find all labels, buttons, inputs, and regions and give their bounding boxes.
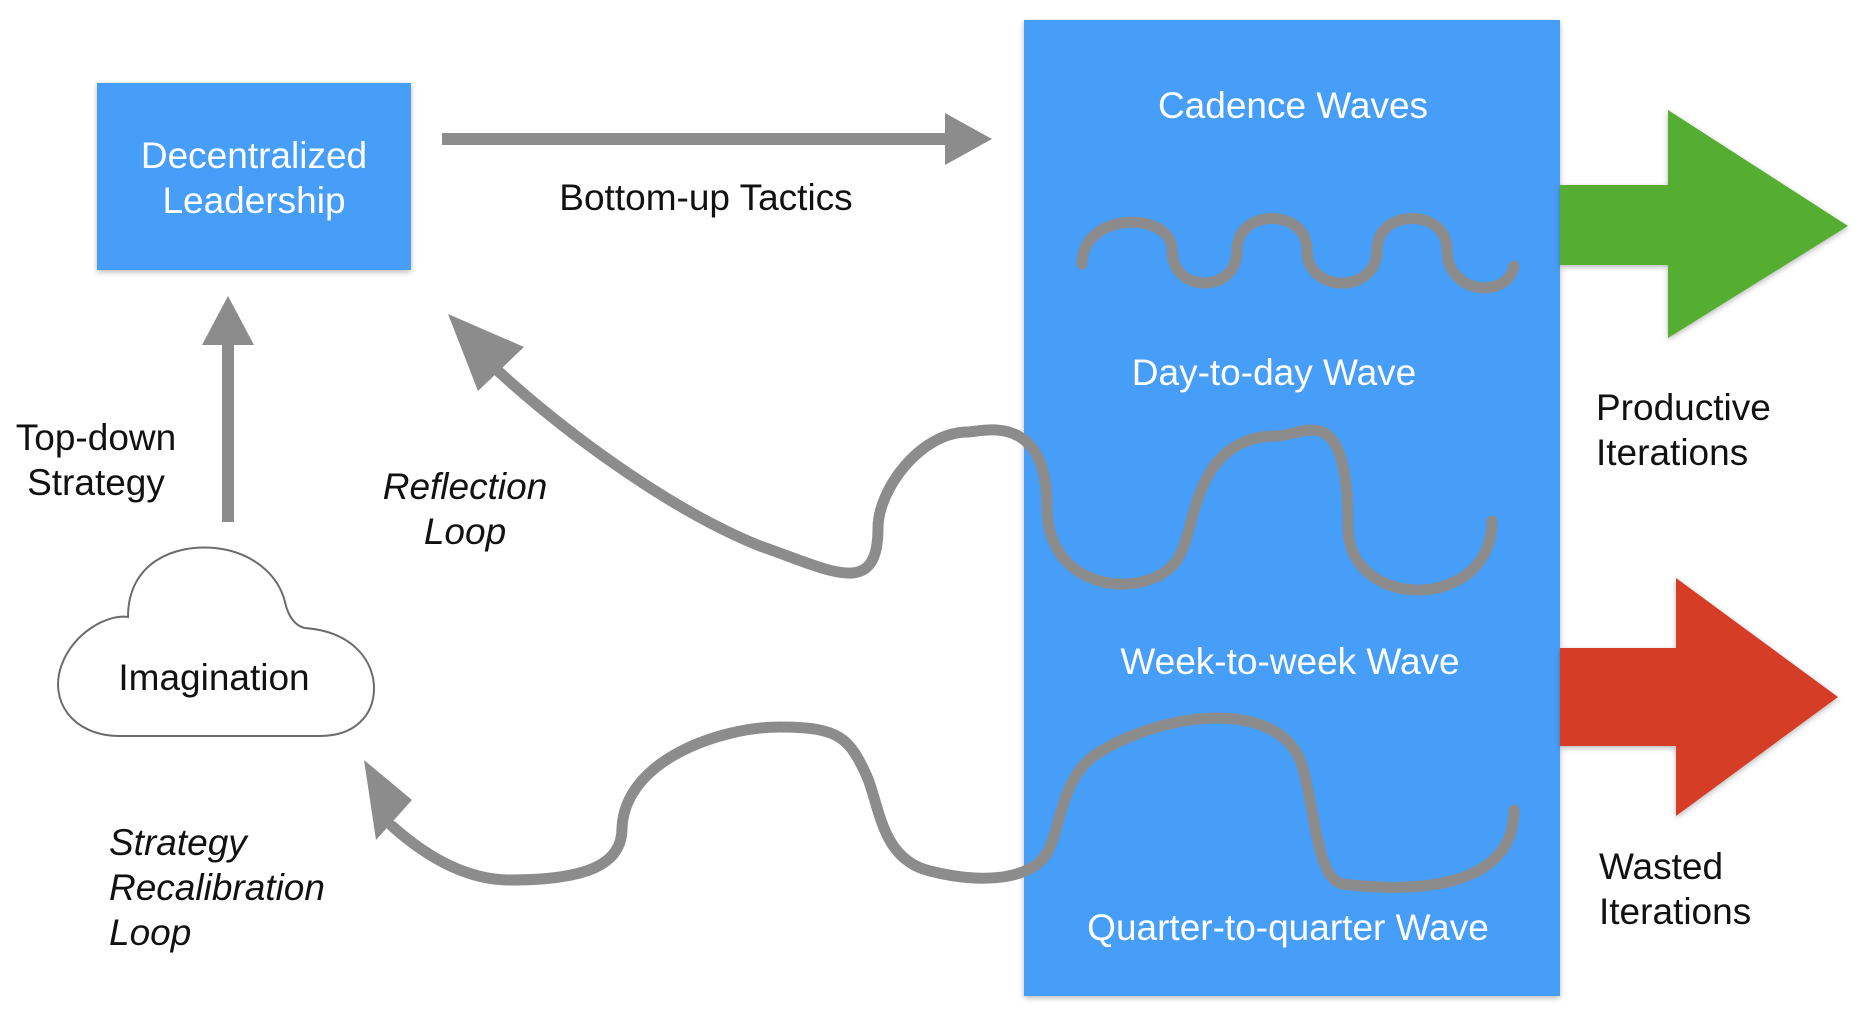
cadence-waves-panel: Cadence Waves Day-to-day Wave Week-to-we… [1024, 20, 1560, 996]
top-down-label-line1: Top-down [16, 417, 176, 458]
recalibration-loop-label-line1: Strategy [109, 822, 249, 863]
cadence-panel-title: Cadence Waves [1158, 85, 1428, 126]
bottom-up-tactics-label: Bottom-up Tactics [559, 177, 852, 218]
recalibration-loop-label-line2: Recalibration [109, 867, 325, 908]
productive-iterations-label-line1: Productive [1596, 387, 1771, 428]
wasted-iterations-arrow [1560, 578, 1838, 816]
recalibration-loop-arrowhead [364, 760, 412, 840]
imagination-cloud: Imagination [57, 546, 376, 737]
leadership-box-line1: Decentralized [141, 135, 367, 176]
top-down-arrowhead [202, 296, 254, 345]
top-down-label-line2: Strategy [27, 462, 165, 503]
cadence-panel-rect [1024, 20, 1560, 996]
day-wave-label: Day-to-day Wave [1132, 352, 1416, 393]
decentralized-leadership-box: Decentralized Leadership [97, 83, 411, 270]
recalibration-loop-label-line3: Loop [109, 912, 191, 953]
quarter-to-quarter-wave [386, 712, 1520, 893]
productive-iterations-arrow [1560, 110, 1848, 338]
cloud-icon [57, 546, 376, 737]
leadership-box-line2: Leadership [162, 180, 345, 221]
day-to-day-wave [1076, 213, 1520, 294]
reflection-loop-label-line1: Reflection [383, 466, 548, 507]
imagination-label: Imagination [118, 657, 309, 698]
wasted-iterations-label-line2: Iterations [1599, 891, 1751, 932]
bottom-up-arrowhead [945, 113, 992, 165]
leadership-box-rect [97, 83, 411, 270]
week-to-week-wave [477, 351, 1498, 596]
wasted-iterations-label-line1: Wasted [1599, 846, 1723, 887]
reflection-loop-arrowhead [448, 314, 524, 391]
reflection-loop-label-line2: Loop [424, 511, 506, 552]
productive-iterations-label-line2: Iterations [1596, 432, 1748, 473]
week-wave-label: Week-to-week Wave [1120, 641, 1459, 682]
quarter-wave-label: Quarter-to-quarter Wave [1087, 907, 1489, 948]
